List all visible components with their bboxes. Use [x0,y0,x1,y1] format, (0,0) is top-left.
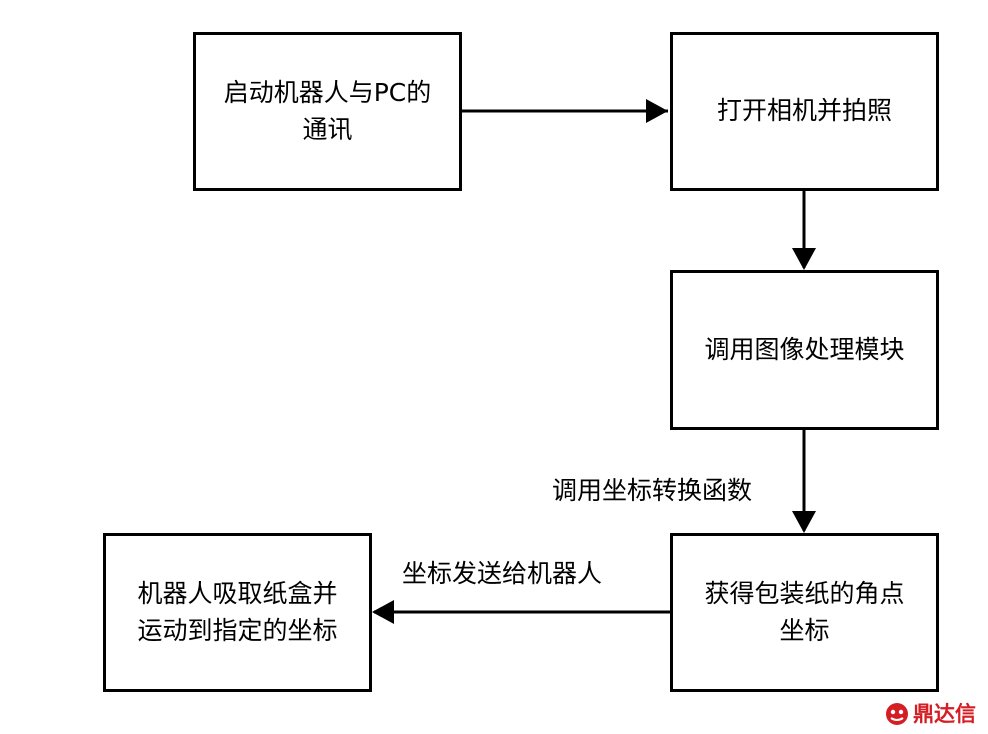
node-corners-line2: 坐标 [779,615,830,645]
node-camera-line1: 打开相机并拍照 [716,96,892,126]
logo-seal-icon [886,703,908,725]
node-open-camera: 打开相机并拍照 [670,32,939,191]
node-corner-coordinates: 获得包装纸的角点 坐标 [670,533,939,692]
arrowhead-corners-to-pickup [372,600,394,624]
edge-label-coordinate-transform: 调用坐标转换函数 [552,476,753,505]
node-image-processing: 调用图像处理模块 [670,270,939,430]
edge-label-send-to-robot: 坐标发送给机器人 [402,559,603,588]
watermark: 鼎达信 [885,702,976,726]
watermark-text: 鼎达信 [913,701,976,726]
node-start-line2: 通讯 [302,114,353,144]
arrowhead-camera-to-image-module [792,248,816,270]
node-image-module-line1: 调用图像处理模块 [704,334,905,364]
node-pickup-line2: 运动到指定的坐标 [137,615,338,645]
node-robot-pickup: 机器人吸取纸盒并 运动到指定的坐标 [103,533,372,692]
node-pickup-line1: 机器人吸取纸盒并 [137,579,338,609]
arrowhead-image-module-to-corners [792,511,816,533]
node-corners-line1: 获得包装纸的角点 [704,579,905,609]
arrowhead-start-to-camera [646,99,668,123]
node-start-line1: 启动机器人与PC的 [223,78,432,108]
node-start-communication: 启动机器人与PC的 通讯 [193,32,462,191]
